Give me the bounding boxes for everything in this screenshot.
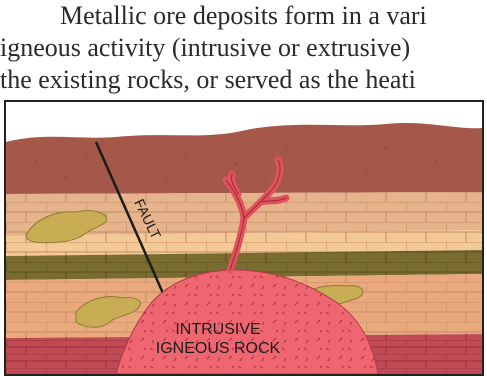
- paragraph-line-2: igneous activity (intrusive or extrusive…: [0, 32, 487, 64]
- cross-section-svg: FAULT INTRUSIVE IGNEOUS ROCK: [6, 102, 482, 374]
- intrusion-label-line-2: IGNEOUS ROCK: [156, 340, 281, 357]
- geologic-cross-section-figure: FAULT INTRUSIVE IGNEOUS ROCK: [4, 100, 484, 376]
- intrusion-label-line-1: INTRUSIVE: [175, 321, 260, 338]
- paragraph-line-1: Metallic ore deposits form in a vari: [0, 0, 487, 32]
- paragraph: Metallic ore deposits form in a vari ign…: [0, 0, 487, 96]
- paragraph-line-3: the existing rocks, or served as the hea…: [0, 64, 487, 96]
